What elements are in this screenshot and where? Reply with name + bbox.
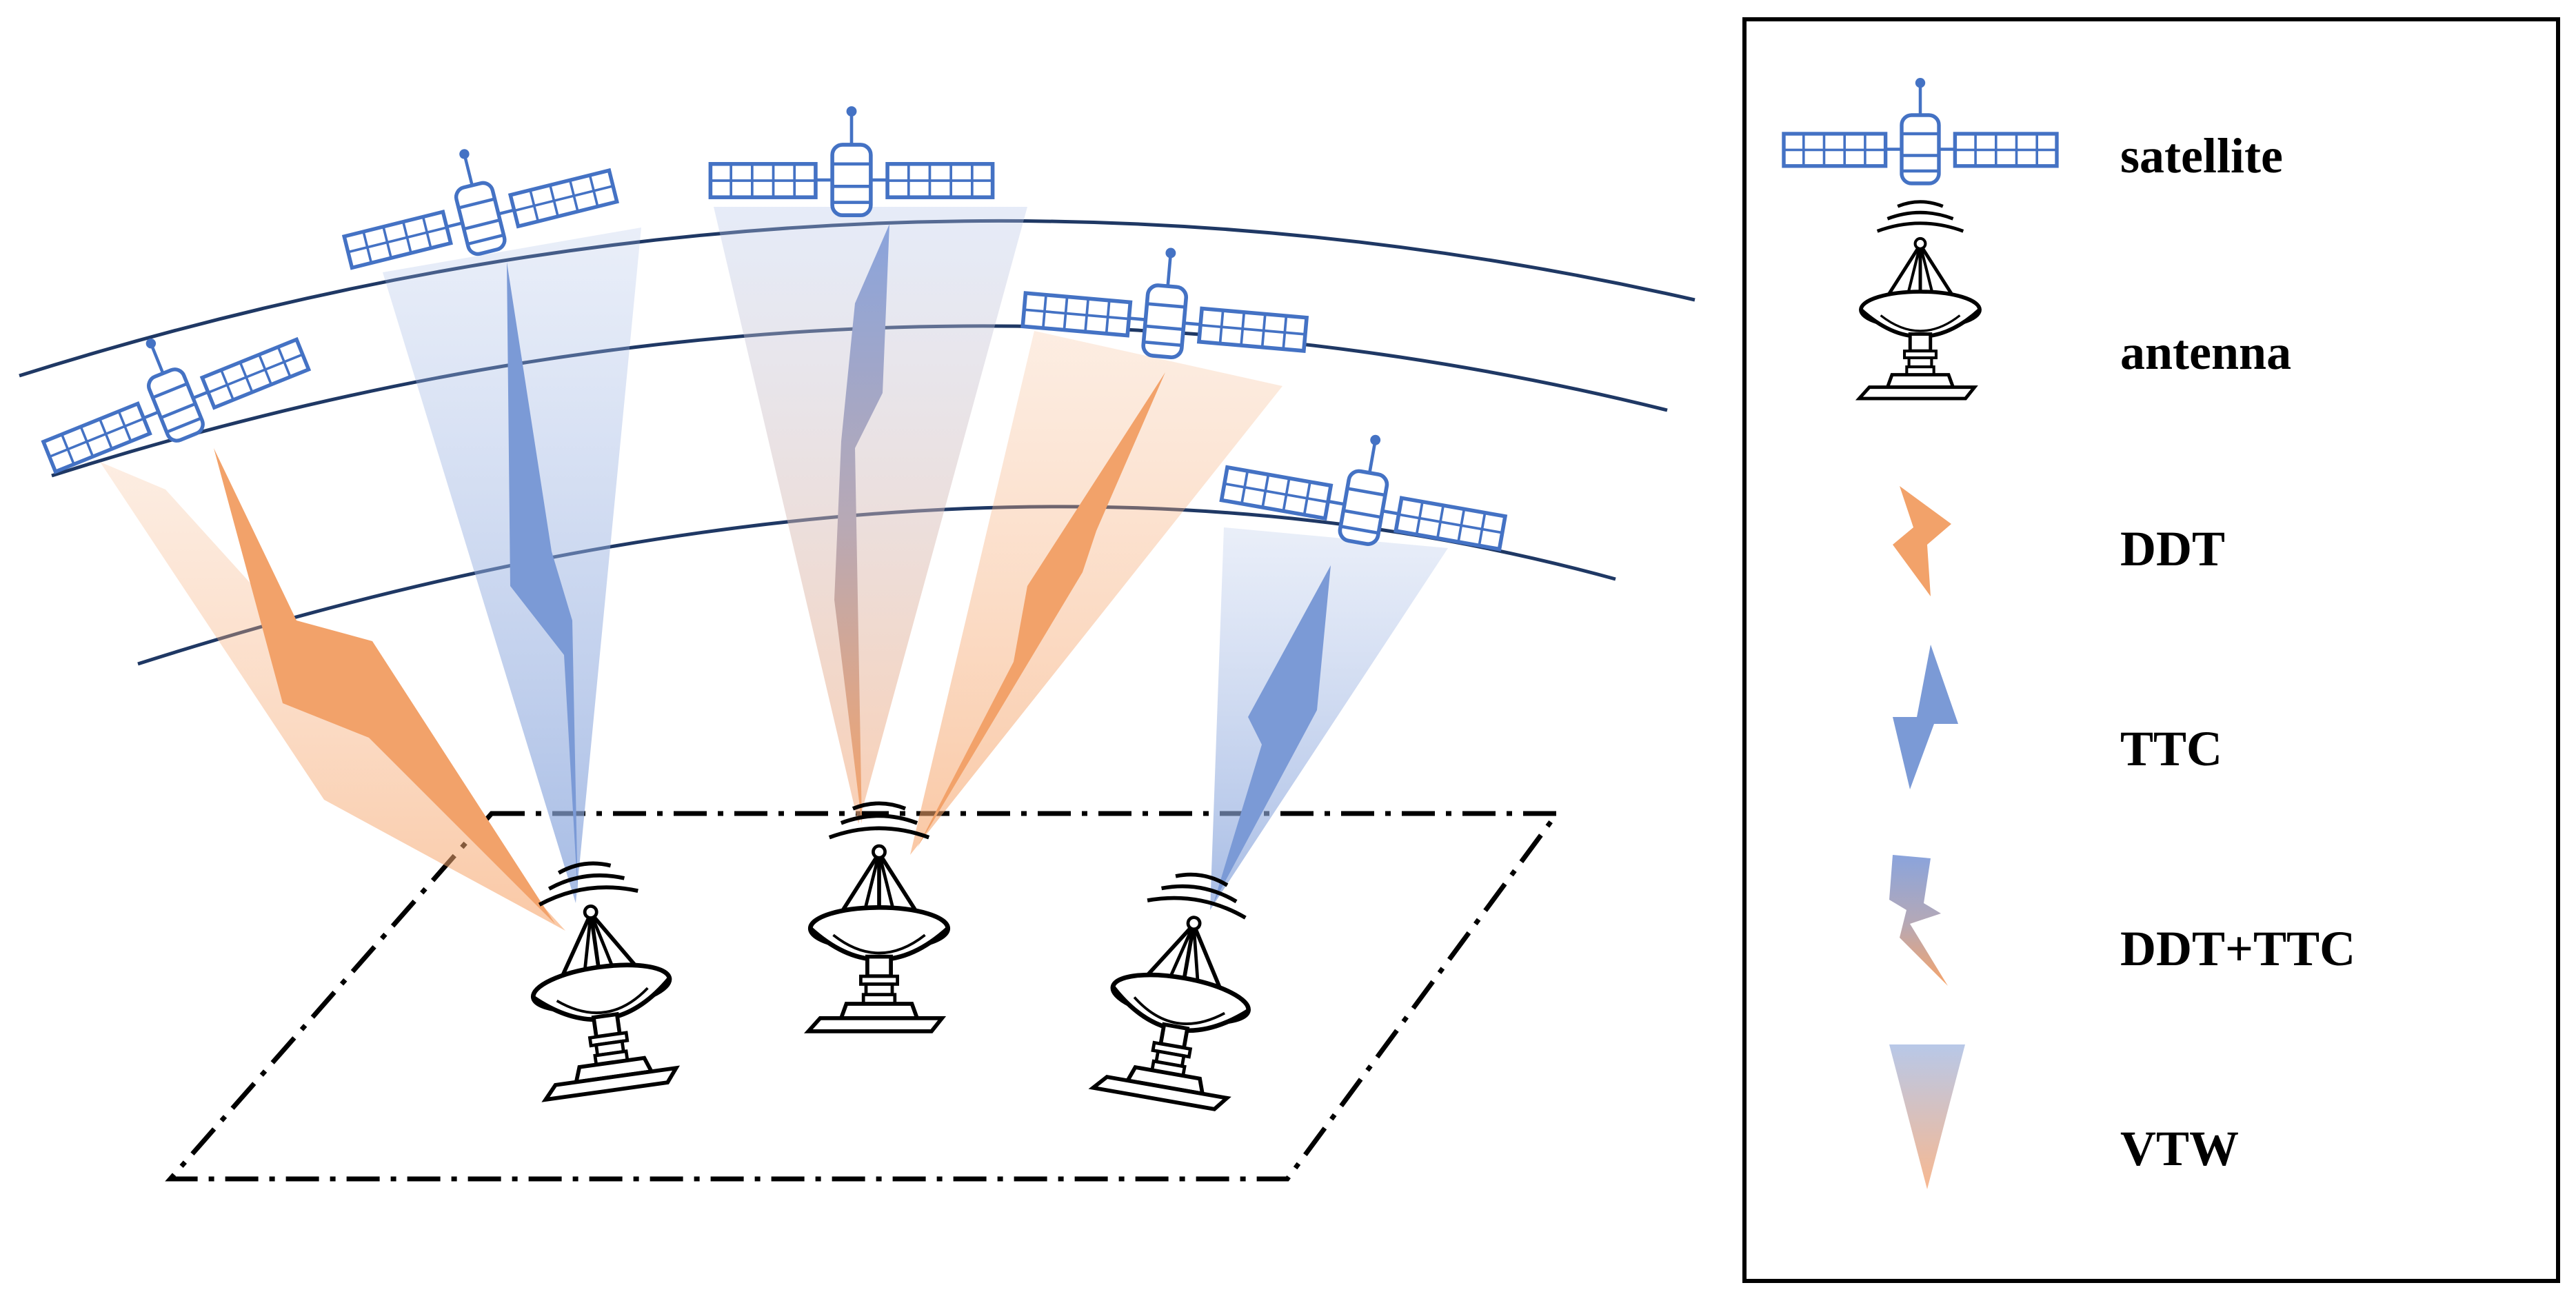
vtw-beam-sat3 [714, 207, 1027, 824]
legend-label-satellite: satellite [2120, 128, 2283, 183]
legend-box [1742, 17, 2560, 1283]
legend: satellite antenna DDT TTC DDT+TTC VTW [1742, 17, 2560, 1283]
satellite-icon [23, 287, 315, 487]
signal-bolts [214, 224, 1331, 924]
ttc-bolt-icon [1893, 645, 1958, 789]
antennas [514, 803, 1270, 1112]
ddt-bolt-sat1 [214, 448, 555, 924]
ground-region [165, 811, 1562, 1182]
legend-label-ddt-ttc: DDT+TTC [2120, 921, 2355, 976]
vtw-beam-icon [1889, 1044, 1965, 1189]
ddt-ttc-bolt-icon [1889, 855, 1948, 986]
antenna-icon [1093, 863, 1270, 1112]
vtw-beam-sat4 [910, 331, 1282, 855]
ddt-bolt-icon [1893, 486, 1951, 596]
ddt-bolt-sat4 [917, 372, 1165, 848]
legend-label-ddt: DDT [2120, 521, 2225, 576]
ddt-ttc-bolt-sat3 [834, 224, 889, 824]
legend-label-vtw: VTW [2120, 1121, 2239, 1176]
ttc-bolt-sat2 [507, 262, 578, 896]
ttc-bolt-sat5 [1214, 565, 1331, 903]
antenna-icon [808, 803, 947, 1031]
vtw-beam-sat5 [1210, 527, 1448, 910]
antenna-icon [514, 854, 683, 1100]
legend-label-antenna: antenna [2120, 325, 2291, 380]
satellite-icon [710, 106, 992, 215]
legend-label-ttc: TTC [2120, 721, 2222, 776]
